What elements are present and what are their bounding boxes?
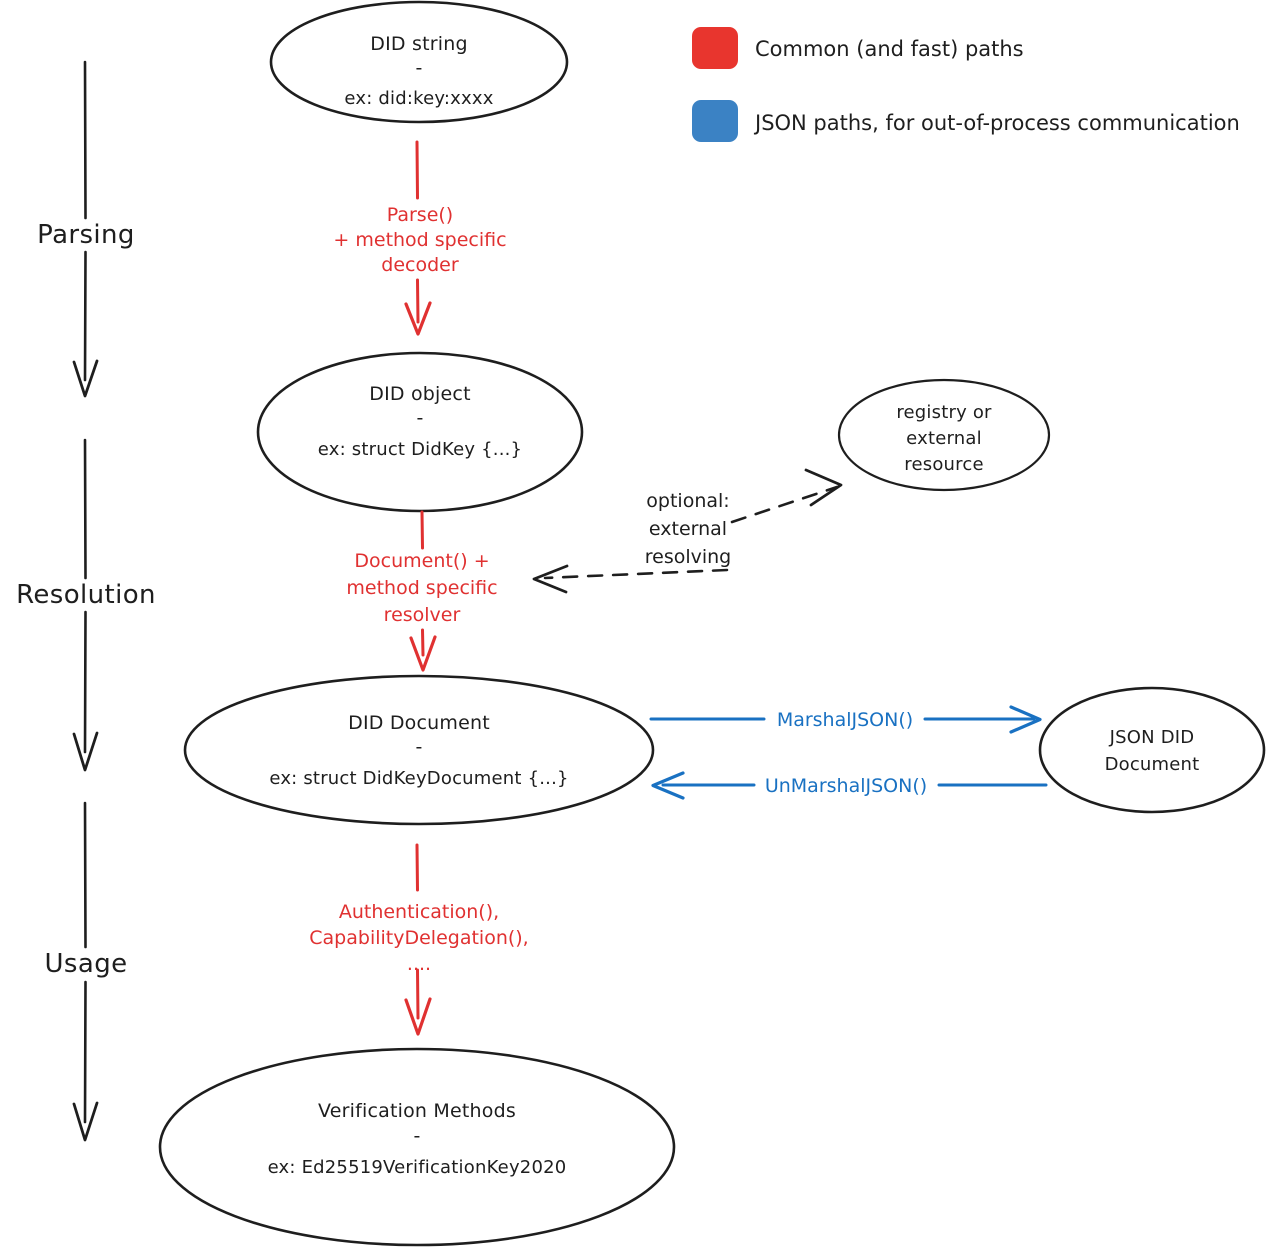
did-document-line1: DID Document	[348, 712, 490, 734]
red-swatch-icon	[692, 27, 738, 69]
json-did-document-line1: JSON DID	[1109, 727, 1195, 748]
edge-external-resolving	[532, 468, 843, 594]
registry-line2: external	[906, 428, 982, 449]
node-did-object[interactable]: DID object - ex: struct DidKey {...}	[256, 351, 584, 513]
external-resolving-line3: resolving	[645, 546, 732, 568]
did-document-line2: -	[415, 736, 422, 758]
external-resolving-line2: external	[649, 518, 727, 540]
registry-ellipse	[837, 378, 1051, 492]
external-resolving-line1: optional:	[646, 490, 729, 512]
legend-label-common: Common (and fast) paths	[755, 37, 1024, 61]
node-registry[interactable]: registry or external resource	[837, 378, 1051, 492]
verification-methods-line3: ex: Ed25519VerificationKey2020	[268, 1157, 567, 1178]
edge-document-line3: resolver	[384, 604, 461, 626]
registry-line3: resource	[904, 454, 983, 475]
usage-methods-line3: ....	[407, 953, 431, 975]
did-string-ellipse	[269, 0, 569, 124]
unmarshal-json-label: UnMarshalJSON()	[765, 775, 927, 797]
phase-label-usage: Usage	[44, 949, 127, 979]
did-object-line1: DID object	[369, 383, 470, 405]
did-object-ellipse	[256, 351, 584, 513]
json-did-document-ellipse	[1038, 686, 1266, 814]
phase-arrow-parsing	[72, 60, 99, 398]
edge-document-label: Document() + method specific resolver	[346, 550, 497, 626]
edge-document	[409, 510, 437, 672]
edge-parse-line2: + method specific	[333, 229, 506, 251]
phase-label-parsing: Parsing	[37, 220, 135, 250]
verification-methods-line2: -	[413, 1125, 420, 1147]
edge-parse-line1: Parse()	[387, 204, 453, 226]
node-did-string[interactable]: DID string - ex: did:key:xxxx	[269, 0, 569, 124]
marshal-json-label: MarshalJSON()	[777, 709, 913, 731]
phase-axis: Parsing Resolution Usage	[16, 60, 156, 1142]
edge-usage-methods-label: Authentication(), CapabilityDelegation()…	[309, 901, 528, 975]
legend: Common (and fast) paths JSON paths, for …	[692, 27, 1240, 142]
edge-parse	[404, 140, 432, 336]
did-object-line2: -	[416, 407, 423, 429]
node-json-did-document[interactable]: JSON DID Document	[1038, 686, 1266, 814]
did-string-line3: ex: did:key:xxxx	[344, 88, 493, 109]
did-document-ellipse	[183, 674, 655, 826]
node-verification-methods[interactable]: Verification Methods - ex: Ed25519Verifi…	[158, 1047, 676, 1247]
did-object-line3: ex: struct DidKey {...}	[318, 439, 522, 460]
did-string-line1: DID string	[370, 33, 467, 55]
edge-document-line1: Document() +	[354, 550, 489, 572]
edge-document-line2: method specific	[346, 577, 497, 599]
phase-arrow-resolution	[72, 438, 99, 772]
did-string-line2: -	[415, 57, 422, 79]
edge-parse-line3: decoder	[381, 254, 459, 276]
edge-parse-label: Parse() + method specific decoder	[333, 204, 506, 276]
verification-methods-ellipse	[158, 1047, 676, 1247]
edge-usage-methods	[404, 843, 432, 1036]
legend-label-json: JSON paths, for out-of-process communica…	[753, 111, 1240, 135]
edge-marshal-json: MarshalJSON()	[649, 705, 1042, 734]
legend-item-json: JSON paths, for out-of-process communica…	[692, 100, 1240, 142]
edge-unmarshal-json: UnMarshalJSON()	[651, 771, 1048, 800]
usage-methods-line1: Authentication(),	[339, 901, 499, 923]
edge-external-resolving-label: optional: external resolving	[645, 490, 732, 568]
phase-label-resolution: Resolution	[16, 580, 156, 610]
verification-methods-line1: Verification Methods	[318, 1100, 516, 1122]
json-did-document-line2: Document	[1105, 754, 1200, 775]
registry-line1: registry or	[896, 402, 992, 423]
node-did-document[interactable]: DID Document - ex: struct DidKeyDocument…	[183, 674, 655, 826]
did-document-line3: ex: struct DidKeyDocument {...}	[269, 768, 568, 789]
blue-swatch-icon	[692, 100, 738, 142]
usage-methods-line2: CapabilityDelegation(),	[309, 927, 528, 949]
legend-item-common: Common (and fast) paths	[692, 27, 1024, 69]
phase-arrow-usage	[72, 801, 99, 1142]
